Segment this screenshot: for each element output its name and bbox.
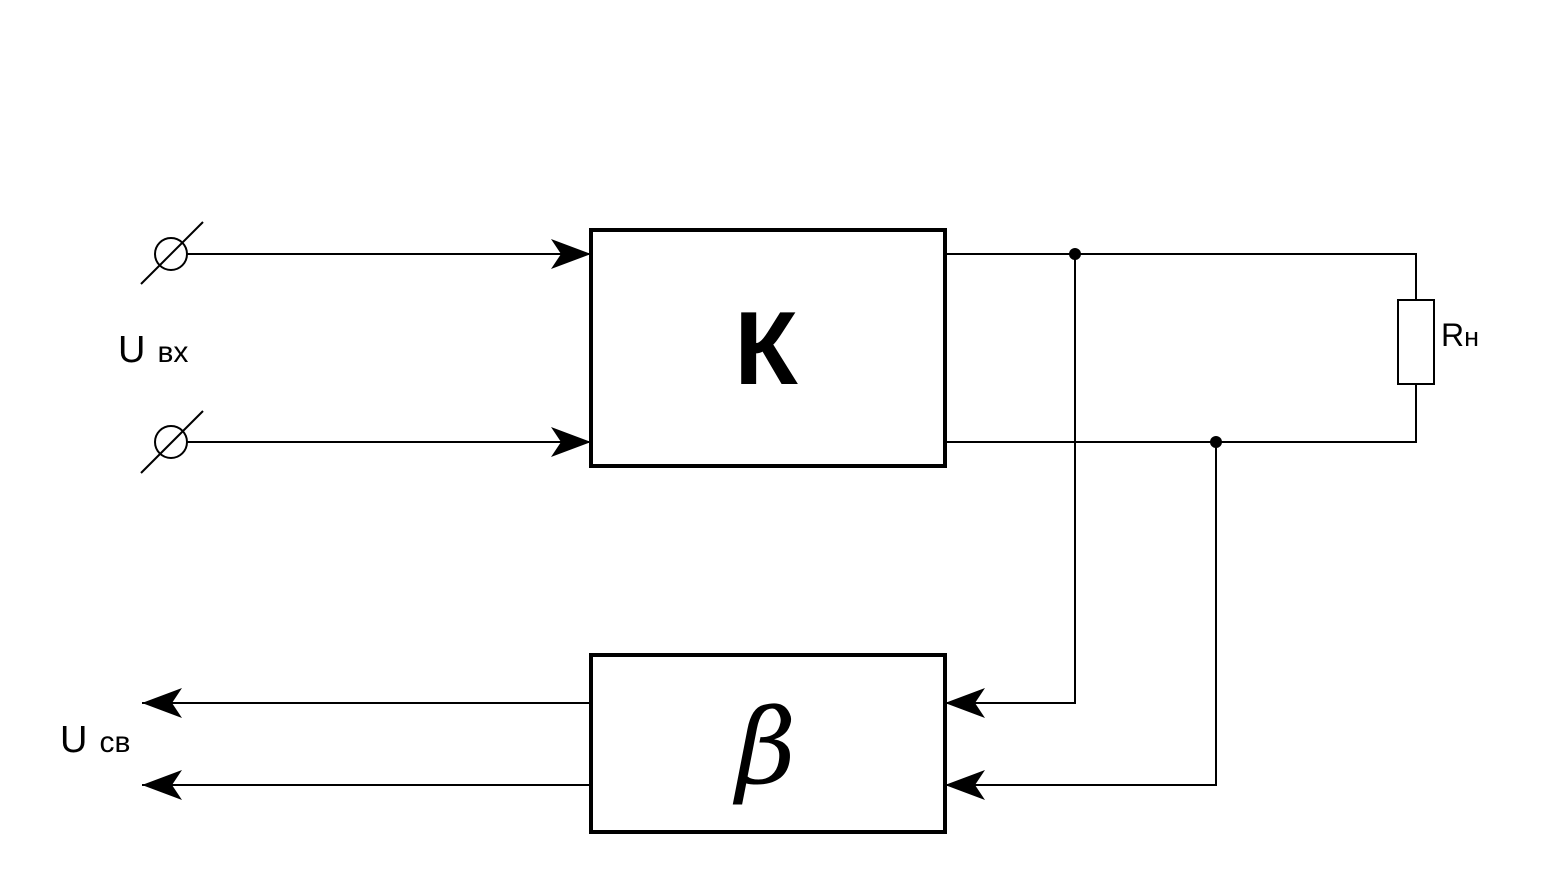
output-wire-top: [945, 253, 1417, 300]
output-wire-bottom: [945, 384, 1417, 443]
load-resistor: [1397, 299, 1435, 385]
load-resistor-label: Rн: [1441, 317, 1479, 353]
amplifier-label: К: [734, 291, 798, 407]
feedback-label: β: [732, 686, 796, 808]
feedback-block: [589, 653, 947, 834]
amplifier-block: [589, 228, 947, 468]
feedback-wire-bottom: [945, 442, 1217, 800]
feedback-wire-top: [945, 254, 1076, 718]
